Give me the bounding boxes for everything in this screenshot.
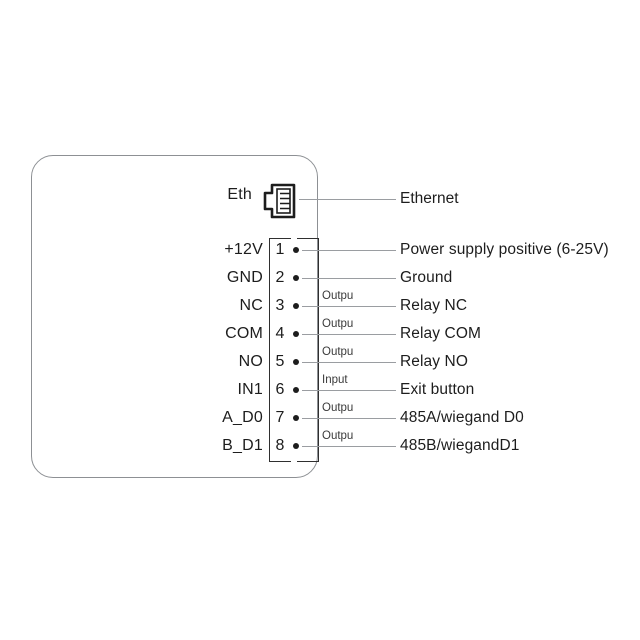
pin-name: NO bbox=[238, 353, 263, 370]
pin-leader-line bbox=[302, 446, 396, 447]
pin-contact-dot bbox=[293, 387, 299, 393]
pin-number: 2 bbox=[275, 269, 285, 286]
pin-signal-type: Outpu bbox=[322, 430, 354, 442]
pin-description: Power supply positive (6-25V) bbox=[400, 241, 609, 258]
pin-name: NC bbox=[239, 297, 263, 314]
pin-signal-type: Outpu bbox=[322, 290, 354, 302]
pin-leader-line bbox=[302, 250, 396, 251]
pin-number: 6 bbox=[275, 381, 285, 398]
pin-contact-dot bbox=[293, 247, 299, 253]
pin-number: 5 bbox=[275, 353, 285, 370]
ethernet-port-label: Eth bbox=[227, 186, 252, 203]
ethernet-leader-line bbox=[299, 199, 396, 200]
pin-description: 485A/wiegand D0 bbox=[400, 409, 524, 426]
pin-name: IN1 bbox=[237, 381, 263, 398]
terminal-block-frame-left bbox=[269, 238, 291, 462]
pin-description: Exit button bbox=[400, 381, 475, 398]
pin-contact-dot bbox=[293, 359, 299, 365]
pin-contact-dot bbox=[293, 443, 299, 449]
pin-description: 485B/wiegandD1 bbox=[400, 437, 520, 454]
pin-signal-type: Input bbox=[322, 374, 348, 386]
pin-number: 1 bbox=[275, 241, 285, 258]
pin-number: 3 bbox=[275, 297, 285, 314]
pin-signal-type: Outpu bbox=[322, 346, 354, 358]
pin-name: GND bbox=[226, 269, 263, 286]
ethernet-description: Ethernet bbox=[400, 190, 459, 207]
pin-number: 8 bbox=[275, 437, 285, 454]
pin-description: Ground bbox=[400, 269, 453, 286]
pin-leader-line bbox=[302, 334, 396, 335]
pin-signal-type: Outpu bbox=[322, 402, 354, 414]
pin-number: 7 bbox=[275, 409, 285, 426]
pin-leader-line bbox=[302, 390, 396, 391]
pin-name: +12V bbox=[224, 241, 263, 258]
pin-name: A_D0 bbox=[222, 409, 263, 426]
pin-name: B_D1 bbox=[222, 437, 263, 454]
terminal-block-frame-right bbox=[297, 238, 319, 462]
rj45-ethernet-port-icon bbox=[261, 180, 301, 222]
pin-leader-line bbox=[302, 278, 396, 279]
pin-contact-dot bbox=[293, 275, 299, 281]
pin-contact-dot bbox=[293, 303, 299, 309]
pin-leader-line bbox=[302, 306, 396, 307]
pin-contact-dot bbox=[293, 331, 299, 337]
pin-description: Relay NC bbox=[400, 297, 468, 314]
pin-contact-dot bbox=[293, 415, 299, 421]
pin-leader-line bbox=[302, 418, 396, 419]
pin-leader-line bbox=[302, 362, 396, 363]
pin-description: Relay NO bbox=[400, 353, 468, 370]
pin-number: 4 bbox=[275, 325, 285, 342]
pin-name: COM bbox=[225, 325, 263, 342]
pin-description: Relay COM bbox=[400, 325, 481, 342]
pin-signal-type: Outpu bbox=[322, 318, 354, 330]
